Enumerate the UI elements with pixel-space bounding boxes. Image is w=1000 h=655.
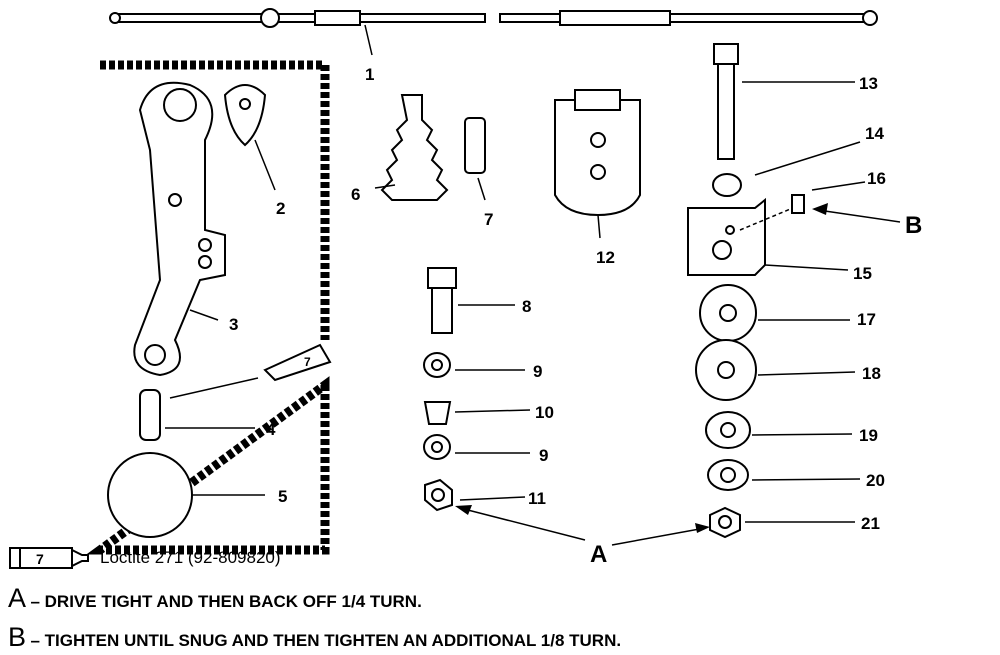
- sealant-tube-icon: 7: [9, 547, 89, 569]
- note-b-letter: B: [8, 622, 27, 652]
- callout-10: 10: [535, 403, 554, 422]
- part-3-arm: [133, 81, 226, 377]
- callout-16: 16: [867, 169, 886, 188]
- callout-13: 13: [859, 74, 878, 93]
- marker-a: A: [590, 541, 607, 568]
- note-b: B – TIGHTEN UNTIL SNUG AND THEN TIGHTEN …: [8, 622, 622, 652]
- callout-6: 6: [351, 185, 360, 204]
- callout-21: 21: [861, 514, 880, 533]
- callout-2: 2: [276, 199, 285, 218]
- tube-callout-7: 7: [304, 355, 311, 369]
- callout-20: 20: [866, 471, 885, 490]
- callout-9: 9: [539, 446, 548, 465]
- callout-17: 17: [857, 310, 876, 329]
- callout-12: 12: [596, 248, 615, 267]
- kit-boundary: [86, 60, 330, 555]
- callout-9: 9: [533, 362, 542, 381]
- callout-19: 19: [859, 426, 878, 445]
- callout-4: 4: [266, 420, 276, 439]
- control-cable: [109, 8, 878, 56]
- callout-15: 15: [853, 264, 872, 283]
- callout-7: 7: [484, 210, 493, 229]
- callout-14: 14: [865, 124, 884, 143]
- callout-1: 1: [365, 65, 374, 84]
- svg-text:7: 7: [36, 551, 44, 567]
- callout-5: 5: [278, 487, 287, 506]
- note-b-text: TIGHTEN UNTIL SNUG AND THEN TIGHTEN AN A…: [44, 631, 622, 650]
- callout-3: 3: [229, 315, 238, 334]
- note-a-text: DRIVE TIGHT AND THEN BACK OFF 1/4 TURN.: [44, 592, 422, 611]
- callout-11: 11: [528, 489, 546, 508]
- sealant-label: Loctite 271 (92-809820): [100, 548, 281, 567]
- callout-8: 8: [522, 297, 531, 316]
- note-a-letter: A: [8, 583, 27, 613]
- marker-b: B: [905, 212, 922, 239]
- note-a: A – DRIVE TIGHT AND THEN BACK OFF 1/4 TU…: [8, 583, 422, 613]
- callout-18: 18: [862, 364, 881, 383]
